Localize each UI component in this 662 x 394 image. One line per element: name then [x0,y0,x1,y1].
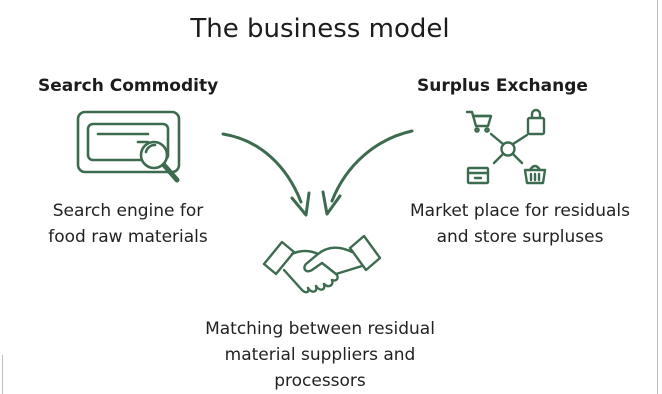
network-exchange-icon [465,108,547,185]
basket-icon [523,164,547,185]
matching-desc-line1: Matching between residual [205,319,435,339]
search-commodity-description: Search engine for food raw materials [18,198,238,250]
matching-description: Matching between residual material suppl… [170,316,470,394]
page-title: The business model [190,14,450,44]
search-commodity-heading: Search Commodity [38,76,219,96]
surplus-exchange-description: Market place for residuals and store sur… [388,198,652,250]
surplus-exchange-desc-line2: and store surpluses [436,227,604,247]
arrow-left-to-center [221,132,311,217]
handshake-icon [262,234,382,294]
frame-border-right [657,0,658,394]
search-commodity-desc-line2: food raw materials [48,227,208,247]
arrow-right-to-center [321,129,414,216]
matching-desc-line2: material suppliers and [224,345,416,365]
shopping-bag-icon [526,108,546,136]
search-engine-icon [76,110,181,183]
frame-border-left [2,355,3,394]
box-icon [466,166,490,185]
search-commodity-desc-line1: Search engine for [52,201,204,221]
surplus-exchange-desc-line1: Market place for residuals [410,201,630,221]
cart-icon [465,110,493,133]
surplus-exchange-heading: Surplus Exchange [417,76,588,96]
matching-desc-line3: processors [274,371,366,391]
